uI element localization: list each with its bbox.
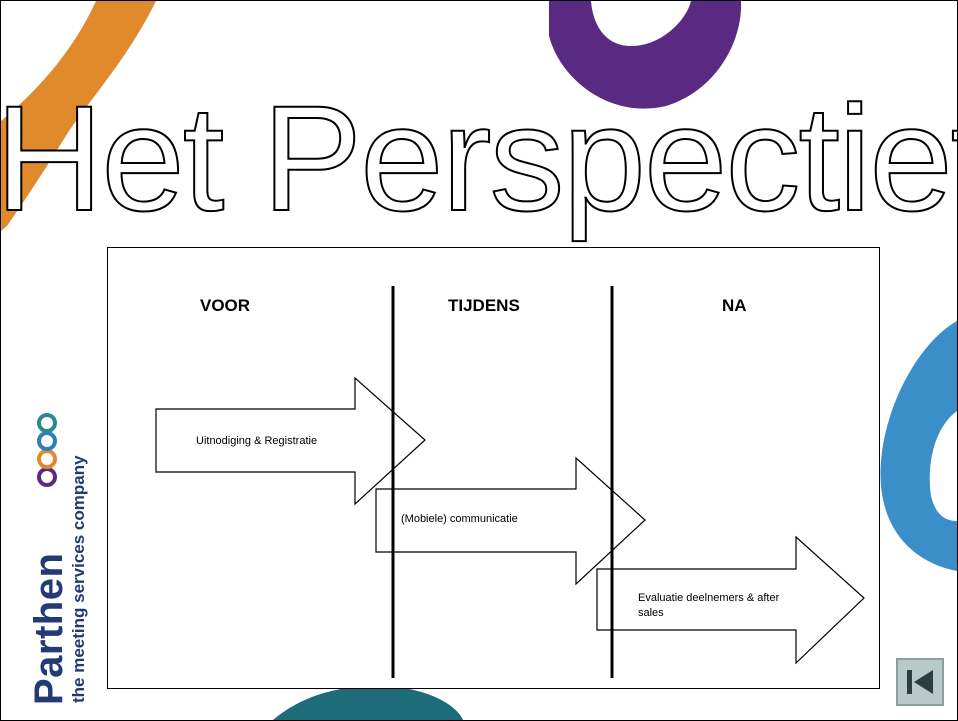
phase-label-tijdens: TIJDENS (448, 296, 520, 315)
phase-diagram-panel: VOOR TIJDENS NA Uitnodiging & Registrati… (107, 247, 880, 689)
first-slide-button[interactable] (896, 658, 944, 706)
arrow-label-uitnodiging: Uitnodiging & Registratie (196, 435, 317, 447)
company-logo: Parthen the meeting services company (27, 405, 101, 705)
slide-title: Het Perspectief (0, 74, 958, 242)
arrow-label-communicatie: (Mobiele) communicatie (401, 513, 518, 525)
phase-diagram: VOOR TIJDENS NA Uitnodiging & Registrati… (155, 286, 865, 678)
orange-swirl-shape (1, 1, 156, 231)
arrow-uitnodiging (155, 376, 426, 506)
blue-swirl-hole (929, 411, 957, 521)
phase-label-voor: VOOR (200, 296, 250, 315)
purple-swirl-shape (549, 1, 742, 109)
purple-swirl-hole (591, 1, 691, 46)
logo-tagline: the meeting services company (69, 455, 88, 703)
arrow-evaluatie (596, 535, 865, 665)
teal-swirl-shape (273, 685, 463, 720)
arrow-label-evaluatie-line1: Evaluatie deelnemers & after (638, 592, 780, 604)
arrow-label-evaluatie-line2: sales (638, 607, 664, 619)
first-slide-icon (907, 670, 933, 694)
phase-label-na: NA (722, 296, 747, 315)
logo-swirls-icon (37, 413, 57, 487)
